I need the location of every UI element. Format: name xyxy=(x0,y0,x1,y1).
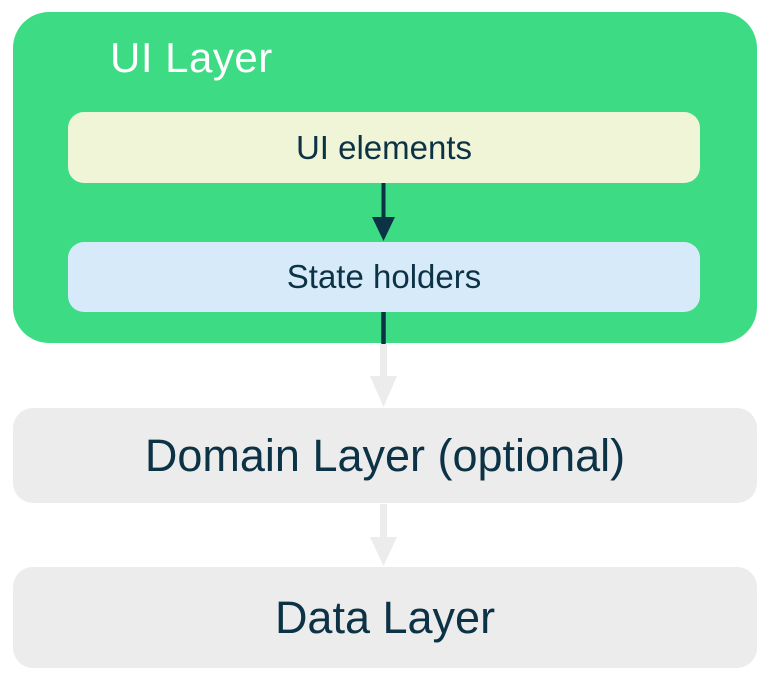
state-holders-box: State holders xyxy=(68,242,700,312)
data-layer-box: Data Layer xyxy=(13,567,757,668)
state-holders-label: State holders xyxy=(286,258,482,295)
ui-elements-label: UI elements xyxy=(295,128,473,166)
ui-elements-box: UI elements xyxy=(68,112,700,183)
data-layer-label: Data Layer xyxy=(274,591,496,643)
ui-layer-box: UI Layer UI elements State holders xyxy=(13,12,757,343)
ui-layer-title: UI Layer xyxy=(110,34,273,81)
domain-layer-label: Domain Layer (optional) xyxy=(144,429,626,481)
arrow-down-light-icon xyxy=(370,344,397,407)
arrow-down-light-icon-2 xyxy=(370,504,397,566)
domain-layer-box: Domain Layer (optional) xyxy=(13,408,757,503)
